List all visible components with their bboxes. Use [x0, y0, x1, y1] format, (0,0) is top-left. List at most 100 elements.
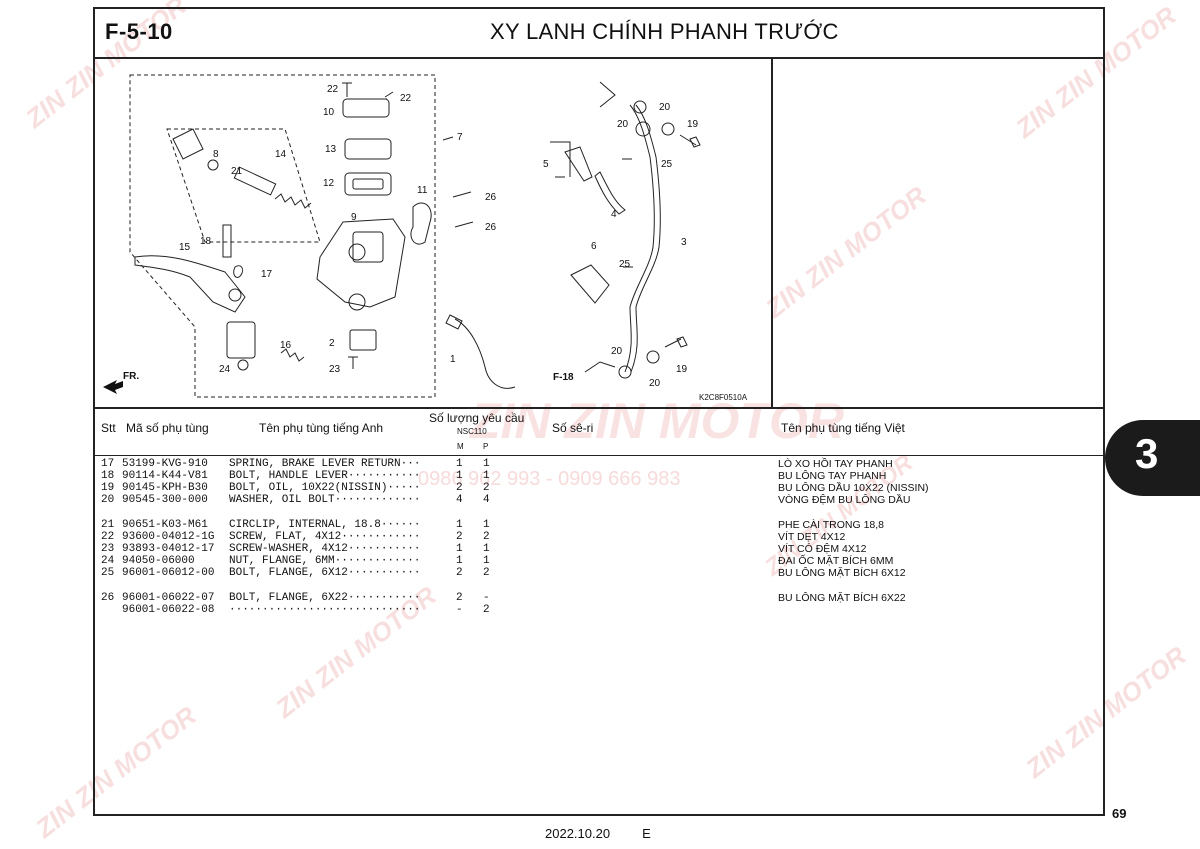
page-title: XY LANH CHÍNH PHANH TRƯỚC	[490, 19, 839, 44]
table-cell: 90145-KPH-B30	[122, 482, 208, 494]
part-piston-set	[233, 166, 277, 196]
svg-text:25: 25	[619, 259, 631, 270]
svg-text:15: 15	[179, 242, 191, 253]
part-spring-16	[280, 348, 305, 362]
part-hose-clamp-5	[564, 146, 593, 182]
table-cell: 93893-04012-17	[122, 543, 215, 555]
table-cell: 96001-06022-07	[122, 592, 215, 604]
section-tab: 3	[1105, 420, 1200, 496]
page-header: F-5-10 XY LANH CHÍNH PHANH TRƯỚC	[95, 9, 1103, 59]
svg-text:20: 20	[617, 119, 629, 130]
part-brake-lever	[134, 255, 246, 313]
table-cell: 1	[456, 543, 463, 555]
svg-text:13: 13	[325, 144, 337, 155]
svg-text:1: 1	[450, 354, 456, 365]
table-cell: BOLT, HANDLE LEVER···········	[229, 470, 421, 482]
part-spring	[274, 193, 312, 209]
table-cell: VÍT DẸT 4X12	[778, 531, 846, 543]
table-cell: SCREW-WASHER, 4X12···········	[229, 543, 421, 555]
svg-text:26: 26	[485, 192, 497, 203]
table-cell: PHE CÀI TRONG 18,8	[778, 519, 885, 531]
table-cell: BU LÔNG MẶT BÍCH 6X12	[778, 567, 906, 579]
table-cell: SCREW, FLAT, 4X12············	[229, 531, 421, 543]
table-cell: 1	[483, 543, 490, 555]
svg-text:16: 16	[280, 340, 292, 351]
table-cell: 18	[101, 470, 115, 482]
svg-text:17: 17	[261, 269, 273, 280]
table-cell: ĐAI ỐC MẶT BÍCH 6MM	[778, 555, 894, 567]
table-cell: 93600-04012-1G	[122, 531, 215, 543]
svg-text:2: 2	[329, 338, 335, 349]
part-nut-24	[237, 359, 249, 371]
table-cell: VÒNG ĐỆM BU LÔNG DẦU	[778, 494, 911, 506]
svg-text:22: 22	[400, 93, 412, 104]
svg-text:10: 10	[323, 107, 335, 118]
section-code: F-5-10	[105, 19, 173, 44]
svg-text:4: 4	[611, 209, 617, 220]
svg-text:18: 18	[200, 236, 212, 247]
table-cell: BU LÔNG TAY PHANH	[778, 470, 887, 482]
table-cell: 2	[456, 482, 463, 494]
col-p: P	[483, 442, 489, 451]
part-switch-wire	[454, 318, 516, 389]
part-boot	[172, 128, 204, 160]
table-cell: 24	[101, 555, 115, 567]
table-cell: 2	[456, 567, 463, 579]
table-cell: 1	[456, 519, 463, 531]
table-cell: LÒ XO HỒI TAY PHANH	[778, 458, 893, 470]
svg-text:5: 5	[543, 159, 549, 170]
table-cell: 94050-06000	[122, 555, 195, 567]
part-screw-22a	[342, 82, 352, 97]
table-cell: 20	[101, 494, 115, 506]
part-washer-20c	[618, 365, 632, 379]
table-cell: 23	[101, 543, 115, 555]
table-cell: 4	[456, 494, 463, 506]
svg-text:20: 20	[649, 378, 661, 389]
footer-date: 2022.10.20	[545, 826, 611, 841]
table-cell: 4	[483, 494, 490, 506]
part-holder	[410, 202, 432, 245]
part-brake-hose	[624, 104, 655, 373]
table-cell: 1	[483, 470, 490, 482]
part-diaphragm	[344, 172, 392, 196]
part-oil-bolt-19a	[679, 134, 701, 148]
part-washer-20a	[633, 100, 647, 114]
part-master-cylinder-body	[316, 218, 406, 308]
table-cell: 19	[101, 482, 115, 494]
svg-text:12: 12	[323, 178, 335, 189]
table-cell: 1	[483, 458, 490, 470]
notes-area	[771, 57, 1103, 407]
svg-text:24: 24	[219, 364, 231, 375]
part-bolts-26	[452, 191, 474, 228]
table-cell: NUT, FLANGE, 6MM·············	[229, 555, 421, 567]
col-stt: Stt	[101, 421, 116, 435]
table-cell: ·····························	[229, 604, 421, 616]
table-cell: -	[456, 604, 463, 616]
col-model: NSC110	[457, 427, 487, 436]
svg-text:23: 23	[329, 364, 341, 375]
table-cell: 1	[456, 470, 463, 482]
table-cell: 2	[456, 592, 463, 604]
table-cell: 90651-K03-M61	[122, 519, 208, 531]
col-name-en: Tên phụ tùng tiếng Anh	[259, 421, 384, 435]
col-qty: Số lượng yêu cầu	[429, 411, 525, 425]
table-cell: 17	[101, 458, 115, 470]
part-lever-bracket	[226, 321, 256, 359]
svg-text:3: 3	[681, 237, 687, 248]
table-cell: 90114-K44-V81	[122, 470, 208, 482]
part-hose-guide-4	[594, 171, 626, 215]
svg-text:21: 21	[231, 166, 243, 177]
table-cell: 2	[483, 604, 490, 616]
table-cell: 25	[101, 567, 115, 579]
table-cell: SPRING, BRAKE LEVER RETURN···	[229, 458, 421, 470]
svg-text:9: 9	[351, 212, 357, 223]
section-tab-number: 3	[1135, 430, 1159, 477]
svg-text:6: 6	[591, 241, 597, 252]
assembly-outline	[129, 74, 436, 398]
table-cell: 2	[456, 531, 463, 543]
cross-ref-label: F-18	[553, 372, 574, 383]
table-cell: 53199-KVG-910	[122, 458, 208, 470]
table-cell: 96001-06012-00	[122, 567, 215, 579]
table-cell: BOLT, FLANGE, 6X22···········	[229, 592, 421, 604]
